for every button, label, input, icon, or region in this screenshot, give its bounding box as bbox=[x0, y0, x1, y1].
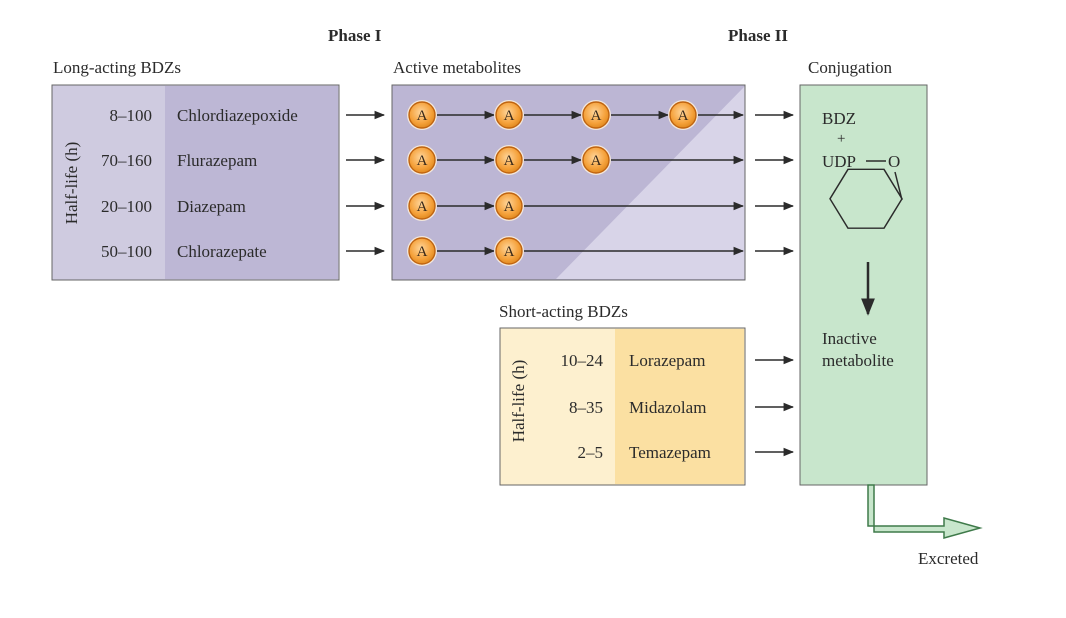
phase-2-label: Phase II bbox=[728, 26, 788, 45]
glucuronide-ring-icon bbox=[829, 168, 903, 229]
short-acting-box bbox=[499, 327, 746, 486]
short-half-life: 10–24 bbox=[561, 351, 604, 370]
active-metabolite-circle: A bbox=[407, 236, 437, 266]
active-metabolite-circle: A bbox=[407, 191, 437, 221]
long-half-life: 50–100 bbox=[101, 242, 152, 261]
metabolite-marker-text: A bbox=[678, 108, 689, 124]
long-drug-name: Chlorazepate bbox=[177, 242, 267, 261]
metabolite-marker-text: A bbox=[417, 108, 428, 124]
active-metabolites-title: Active metabolites bbox=[393, 58, 521, 77]
short-drug-name: Lorazepam bbox=[629, 351, 705, 370]
short-acting-rows: 10–24 Lorazepam 8–35 Midazolam 2–5 Temazepam bbox=[561, 351, 795, 462]
phase-1-label: Phase I bbox=[328, 26, 382, 45]
oxygen-ring-bond bbox=[894, 171, 903, 201]
metabolite-marker-text: A bbox=[504, 153, 515, 169]
conjugation-box bbox=[799, 84, 928, 486]
long-half-life: 8–100 bbox=[110, 106, 153, 125]
long-drug-name: Diazepam bbox=[177, 197, 246, 216]
long-drug-name: Chlordiazepoxide bbox=[177, 106, 298, 125]
active-metabolite-circle: A bbox=[407, 100, 437, 130]
long-drug-name: Flurazepam bbox=[177, 151, 257, 170]
long-acting-rows: 8–100 Chlordiazepoxide 70–160 Flurazepam 20–… bbox=[101, 106, 386, 261]
short-half-life: 2–5 bbox=[578, 443, 604, 462]
conjugation-oxygen: O bbox=[888, 152, 900, 171]
active-metabolite-circle: A bbox=[494, 191, 524, 221]
short-drug-name: Temazepam bbox=[629, 443, 711, 462]
active-metabolite-circle: A bbox=[581, 145, 611, 175]
short-acting-axis-label: Half-life (h) bbox=[509, 360, 528, 443]
long-acting-title: Long-acting BDZs bbox=[53, 58, 181, 77]
short-half-life: 8–35 bbox=[569, 398, 603, 417]
long-half-life: 20–100 bbox=[101, 197, 152, 216]
short-drug-name: Midazolam bbox=[629, 398, 706, 417]
metabolite-marker-text: A bbox=[591, 108, 602, 124]
inactive-label-1: Inactive bbox=[822, 329, 877, 348]
short-acting-title: Short-acting BDZs bbox=[499, 302, 628, 321]
metabolite-marker-text: A bbox=[417, 244, 428, 260]
excretion-arrow-icon bbox=[867, 484, 983, 539]
metabolite-marker-text: A bbox=[504, 244, 515, 260]
metabolite-rows: A A A A A A A A A A A bbox=[407, 100, 795, 266]
metabolite-marker-text: A bbox=[591, 153, 602, 169]
conjugation-bdz: BDZ bbox=[822, 109, 856, 128]
active-metabolite-circle: A bbox=[494, 100, 524, 130]
metabolite-marker-text: A bbox=[417, 153, 428, 169]
excreted-label: Excreted bbox=[918, 549, 979, 568]
active-metabolite-circle: A bbox=[494, 145, 524, 175]
metabolite-marker-text: A bbox=[504, 199, 515, 215]
conjugation-udp: UDP bbox=[822, 152, 856, 171]
active-metabolite-circle: A bbox=[407, 145, 437, 175]
metabolite-marker-text: A bbox=[504, 108, 515, 124]
long-half-life: 70–160 bbox=[101, 151, 152, 170]
active-metabolite-circle: A bbox=[668, 100, 698, 130]
conjugation-plus: + bbox=[837, 131, 845, 147]
active-metabolite-circle: A bbox=[494, 236, 524, 266]
inactive-label-2: metabolite bbox=[822, 351, 894, 370]
active-metabolite-circle: A bbox=[581, 100, 611, 130]
metabolite-marker-text: A bbox=[417, 199, 428, 215]
long-acting-box bbox=[51, 84, 340, 281]
long-acting-axis-label: Half-life (h) bbox=[62, 142, 81, 225]
conjugation-title: Conjugation bbox=[808, 58, 893, 77]
